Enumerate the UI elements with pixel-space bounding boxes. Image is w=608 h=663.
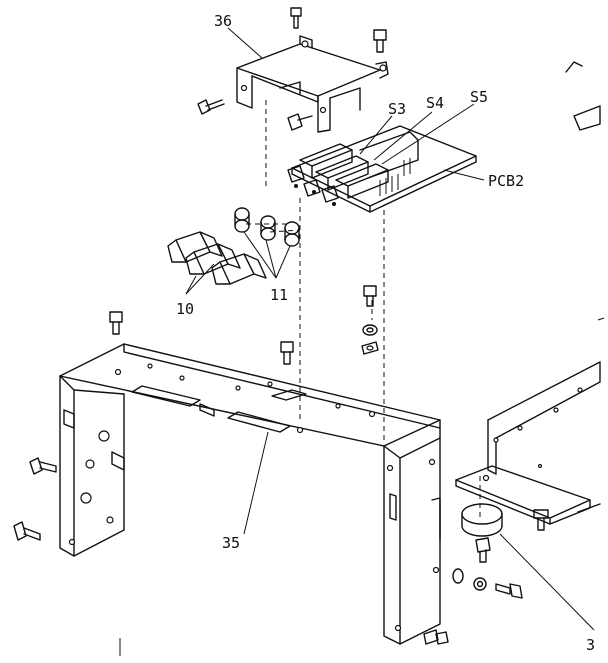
label-10: 10 [176, 300, 194, 318]
label-36: 36 [214, 12, 232, 30]
screw-left-lower [13, 521, 41, 541]
screw-bracket-left [197, 99, 225, 115]
spacer-group-part-11 [234, 207, 300, 247]
screw-bottom-center [423, 629, 449, 645]
screw-washer-stack [361, 285, 379, 355]
foot-rubber [461, 503, 503, 563]
screw-right-bottom [495, 583, 523, 599]
knob-group-part-10 [167, 231, 267, 285]
leader-lines [119, 27, 595, 656]
part-labels: 36 S3 S4 S5 PCB2 10 11 35 3 [176, 12, 595, 654]
screw-frame-center [280, 341, 294, 365]
label-11: 11 [270, 286, 288, 304]
main-frame-part-35 [59, 343, 441, 645]
label-s5: S5 [470, 88, 488, 106]
label-3: 3 [586, 636, 595, 654]
assembly-guide-lines [246, 100, 481, 520]
screw-bracket-top-left [290, 7, 302, 29]
top-bracket-part-36 [236, 35, 389, 133]
label-s3: S3 [388, 100, 406, 118]
right-chassis-rail [455, 361, 601, 525]
washer-right-bottom [452, 568, 487, 591]
pcb2-board [287, 125, 477, 213]
screw-bracket-center [287, 113, 313, 131]
screw-frame-top-left [109, 311, 123, 335]
label-pcb2: PCB2 [488, 172, 524, 190]
edge-fragment-top-right [565, 61, 605, 321]
label-35: 35 [222, 534, 240, 552]
screw-left-upper [29, 457, 57, 475]
screw-bracket-top-right [373, 29, 387, 53]
screw-right-rail [533, 509, 549, 531]
label-s4: S4 [426, 94, 444, 112]
